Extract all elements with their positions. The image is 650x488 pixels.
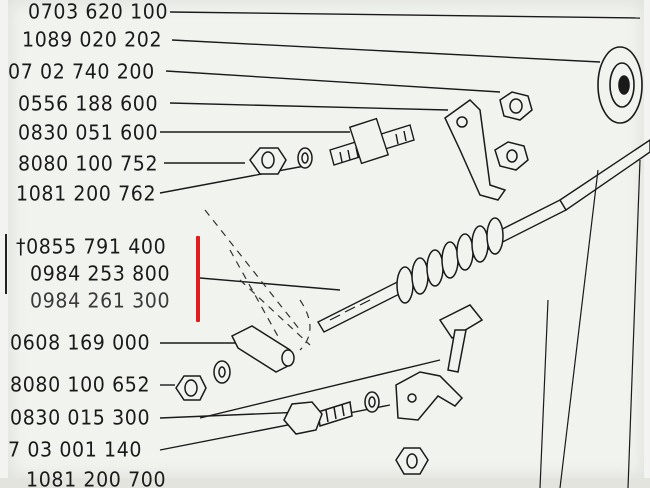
part-number-1: 0703 620 100 (28, 0, 169, 24)
part-number-15: 1081 200 700 (26, 468, 167, 488)
lower-bracket (395, 371, 464, 421)
part-number-11: 0608 169 000 (10, 331, 151, 355)
part-number-9: 0984 253 800 (30, 262, 171, 286)
page-bottom-edge (0, 478, 650, 488)
nut-top (499, 91, 533, 121)
bolt-lower (283, 401, 353, 435)
spring (396, 217, 504, 304)
nut-mid (494, 141, 529, 171)
part-number-12: 8080 100 652 (10, 373, 151, 397)
highlight-bracket (196, 236, 200, 322)
nut-upper-left (249, 147, 287, 175)
nut-lower-left (175, 375, 207, 401)
part-number-3: 07 02 740 200 (8, 60, 155, 84)
part-number-13: 0830 015 300 (10, 406, 151, 430)
washer-upper (297, 147, 313, 169)
upper-bracket (444, 99, 507, 201)
adjuster-block (230, 325, 295, 373)
frame-lines (539, 159, 641, 488)
part-number-7: 1081 200 762 (16, 182, 157, 206)
part-number-14: 7 03 001 140 (8, 438, 143, 462)
grommet-wheel (597, 46, 643, 124)
part-number-6: 8080 100 752 (18, 152, 159, 176)
threaded-stud (329, 117, 415, 166)
dashed-guides (204, 209, 311, 351)
catalog-paper (8, 0, 644, 478)
group-bracket-left (5, 234, 11, 294)
washer-bolt (364, 391, 380, 413)
part-number-8: †0855 791 400 (16, 235, 167, 259)
part-number-4: 0556 188 600 (18, 92, 159, 116)
washer-lower (213, 360, 231, 384)
part-number-10: 0984 261 300 (30, 289, 171, 313)
pivot-tee (438, 304, 484, 373)
part-number-5: 0830 051 600 (18, 121, 159, 145)
part-number-2: 1089 020 202 (22, 28, 163, 52)
nut-bottom (395, 447, 429, 475)
